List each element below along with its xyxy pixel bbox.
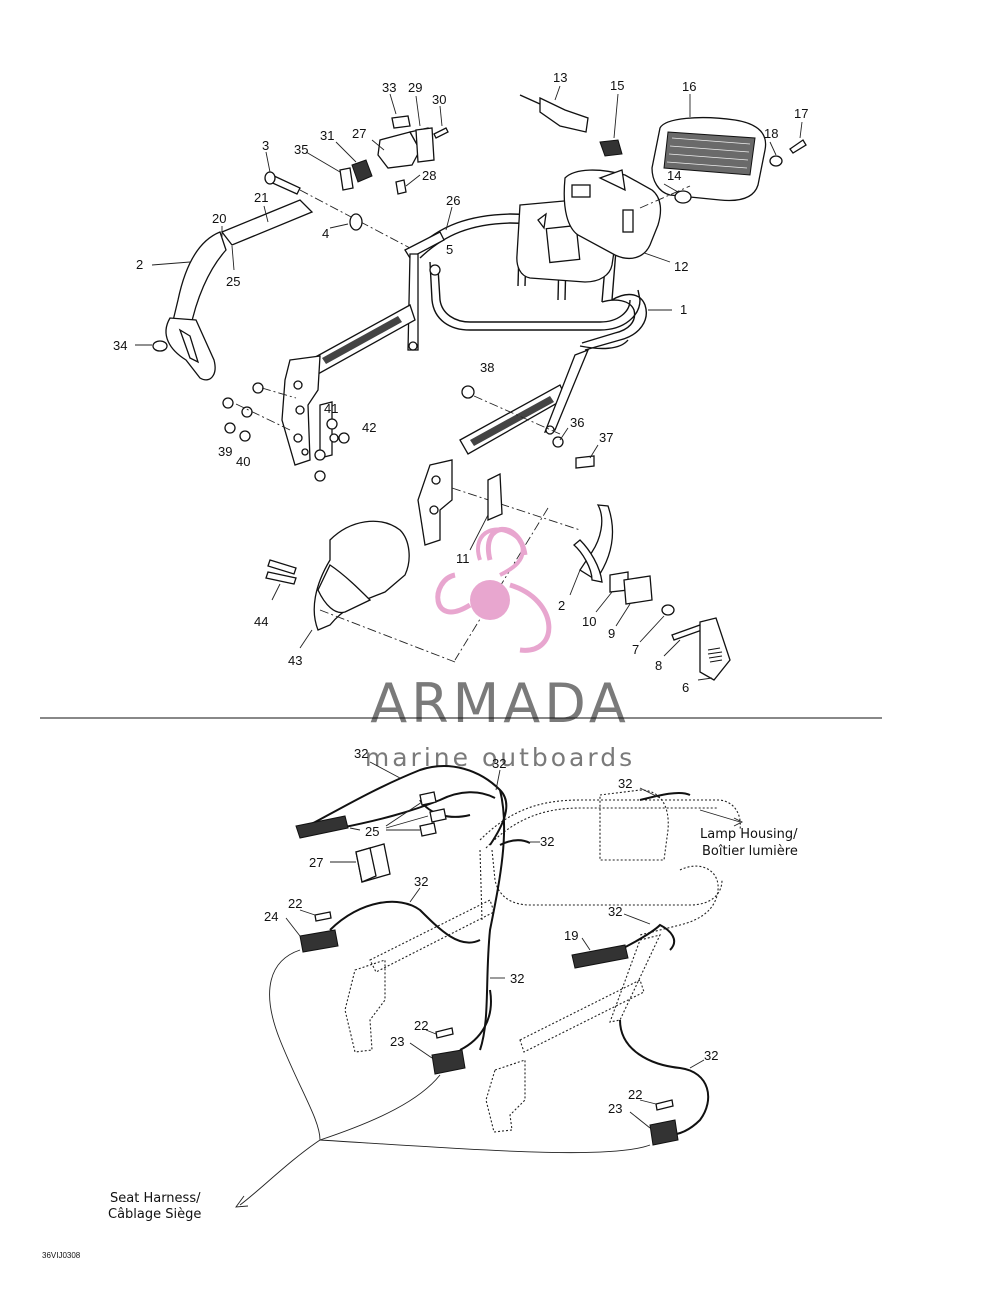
callout-29: 29 [408,80,422,95]
callout-37: 37 [599,430,613,445]
callout-41: 41 [324,401,338,416]
callout-23a: 23 [390,1034,404,1049]
callout-2b: 2 [558,598,565,613]
callout-34: 34 [113,338,127,353]
callout-17: 17 [794,106,808,121]
callout-23b: 23 [608,1101,622,1116]
callout-8: 8 [655,658,662,673]
tail-light-lens [651,94,767,202]
callout-32d: 32 [540,834,554,849]
callout-32c: 32 [618,776,632,791]
lamp-hardware [519,85,807,209]
right-side-rail [417,348,599,546]
callout-11: 11 [456,551,470,566]
callout-12: 12 [674,259,688,274]
callout-22c: 22 [628,1087,642,1102]
callout-7: 7 [632,642,639,657]
callout-22a: 22 [288,896,302,911]
upper-exploded-view [135,85,807,681]
callout-26: 26 [446,193,460,208]
callout-2: 2 [136,257,143,272]
callout-25a: 25 [226,274,240,289]
callout-24: 24 [264,909,278,924]
callout-22b: 22 [414,1018,428,1033]
callout-10: 10 [582,614,596,629]
drawing-code: 36VIJ0308 [42,1251,81,1260]
callout-27a: 27 [352,126,366,141]
left-side-rail [309,206,453,375]
harness-notes: Lamp Housing/ Boîtier lumière Seat Harne… [42,827,798,1260]
seat-harness-note-line2: Câblage Siège [108,1207,201,1222]
switch-assembly [305,93,449,195]
callout-36: 36 [570,415,584,430]
callout-28: 28 [422,168,436,183]
seat-harness-routing [235,949,651,1208]
callout-14: 14 [667,168,681,183]
callout-39: 39 [218,444,232,459]
callout-9: 9 [608,626,615,641]
harness-connectors [295,791,679,1146]
callout-18: 18 [764,126,778,141]
callout-32g: 32 [510,971,524,986]
callout-44: 44 [254,614,268,629]
callout-19: 19 [564,928,578,943]
callout-15: 15 [610,78,624,93]
callout-6: 6 [682,680,689,695]
left-bracket-assembly [222,355,350,482]
lower-harness-view [235,761,744,1208]
screw-and-washer [264,151,411,249]
callout-16: 16 [682,79,696,94]
propeller-logo-icon [435,526,552,653]
callout-32b: 32 [492,756,506,771]
callout-43: 43 [288,653,302,668]
lamp-housing-note-line1: Lamp Housing/ [700,827,798,842]
brand-tagline: marine outboards [365,743,635,772]
lamp-housing-note-line2: Boîtier lumière [702,844,798,859]
callout-25b: 25 [365,824,379,839]
callout-21: 21 [254,190,268,205]
callout-32a: 32 [354,746,368,761]
right-grab-handle [454,472,731,681]
callout-38: 38 [480,360,494,375]
callout-32e: 32 [414,874,428,889]
callout-33: 33 [382,80,396,95]
left-grab-handle [135,199,314,381]
callout-13: 13 [553,70,567,85]
callout-3: 3 [262,138,269,153]
callout-32h: 32 [704,1048,718,1063]
brand-name: ARMADA [370,672,630,735]
callout-5: 5 [446,242,453,257]
callout-35: 35 [294,142,308,157]
callout-31: 31 [320,128,334,143]
callout-42: 42 [362,420,376,435]
lamp-housing [563,169,662,259]
callout-20: 20 [212,211,226,226]
brand-watermark: ARMADA marine outboards [365,526,635,772]
callout-32f: 32 [608,904,622,919]
callout-1: 1 [680,302,687,317]
callout-30: 30 [432,92,446,107]
lower-leader-lines [285,761,705,1129]
seat-harness-note-line1: Seat Harness/ [110,1191,201,1206]
callout-4: 4 [322,226,329,241]
callout-27b: 27 [309,855,323,870]
callout-40: 40 [236,454,250,469]
callout-labels: 1 2 2 3 4 5 6 7 8 9 10 11 12 13 14 15 16… [113,70,808,1116]
front-guard [265,520,456,663]
